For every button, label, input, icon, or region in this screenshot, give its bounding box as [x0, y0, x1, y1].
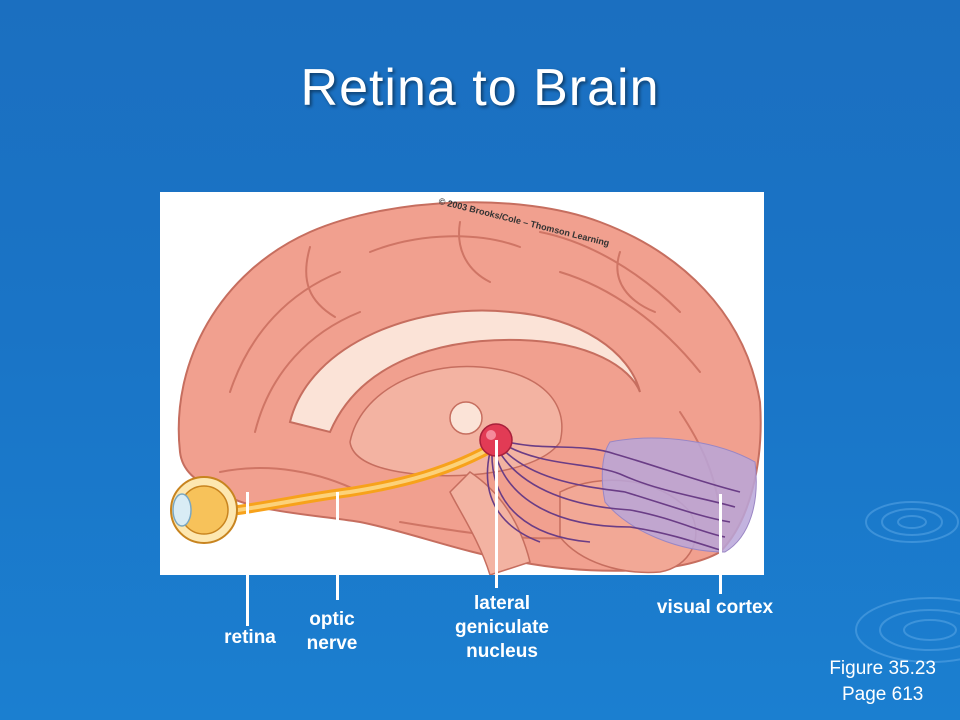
label-retina-text: retina	[224, 627, 276, 648]
leader-lgn	[495, 440, 498, 588]
slide-title: Retina to Brain	[300, 59, 660, 117]
figure-number: Figure 35.23	[829, 658, 936, 679]
label-lgn-line2: geniculate	[455, 617, 549, 638]
label-retina: retina	[205, 626, 295, 650]
label-optic-nerve-line2: nerve	[306, 633, 358, 654]
leader-retina	[246, 492, 249, 626]
eyeball	[170, 476, 238, 544]
corpus-callosum	[288, 309, 641, 434]
label-visual-cortex-text: visual cortex	[656, 597, 774, 618]
label-optic-nerve-line1: optic	[309, 609, 355, 630]
leader-optic-nerve	[336, 492, 339, 600]
label-lgn-line3: nucleus	[466, 641, 538, 662]
page-number: Page 613	[841, 684, 924, 705]
label-lgn-line1: lateral	[474, 593, 530, 614]
figure-reference: Figure 35.23 Page 613	[829, 656, 936, 708]
label-lgn: lateral geniculate nucleus	[432, 592, 572, 664]
label-optic-nerve: optic nerve	[282, 608, 382, 656]
visual-cortex-area	[601, 437, 757, 553]
brain-illustration	[170, 201, 762, 575]
label-visual-cortex: visual cortex	[630, 596, 800, 620]
brain-figure	[160, 192, 764, 575]
water-ripple-decoration	[855, 501, 960, 663]
leader-visual-cortex	[719, 494, 722, 594]
